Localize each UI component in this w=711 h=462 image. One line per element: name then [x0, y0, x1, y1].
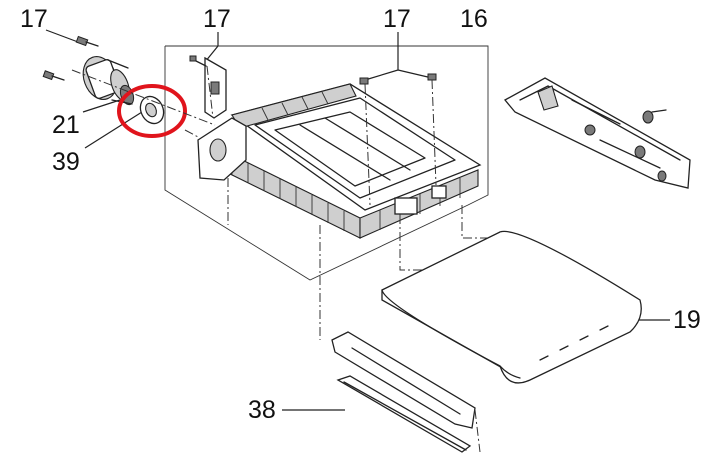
callout-17-top-right: 17 — [383, 5, 411, 33]
assembly-16-bracket — [164, 45, 489, 281]
pad-part-19 — [381, 230, 642, 384]
callout-38: 38 — [248, 396, 276, 424]
screw-17-left — [42, 35, 99, 81]
callout-17-top-mid: 17 — [203, 5, 231, 33]
clip-part-17-mid — [189, 55, 227, 119]
callout-17-top-left: 17 — [20, 5, 48, 33]
assembly-dash-lines — [184, 65, 490, 340]
belt-unit-16 — [197, 73, 482, 239]
rail-part-38 — [331, 331, 481, 453]
callout-39: 39 — [52, 148, 80, 176]
callout-19: 19 — [673, 306, 701, 334]
callout-21: 21 — [52, 111, 80, 139]
callout-16: 16 — [460, 5, 488, 33]
gear-part-21 — [82, 56, 135, 106]
bushing-part-39 — [139, 95, 165, 125]
highlight-circle — [117, 84, 187, 138]
side-bracket-assembly — [503, 77, 691, 189]
